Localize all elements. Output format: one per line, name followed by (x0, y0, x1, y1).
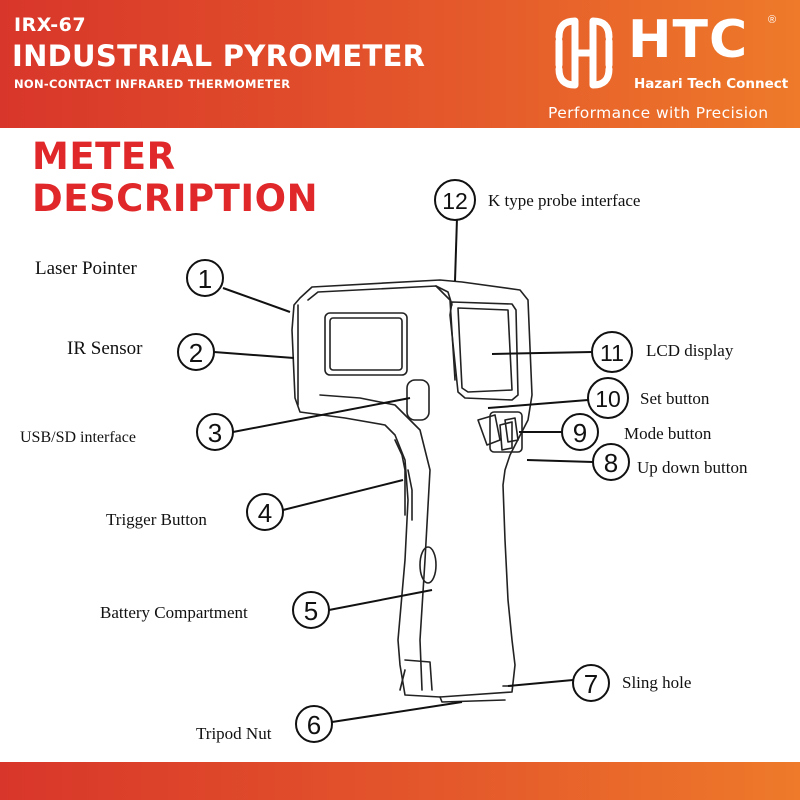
registered-mark: ® (768, 14, 777, 26)
callout-num-2: 2 (189, 338, 203, 368)
label-ir-sensor: IR Sensor (67, 338, 143, 359)
label-trigger-button: Trigger Button (106, 510, 207, 529)
lcd-screen (449, 301, 519, 401)
brand-name: HTC (628, 10, 749, 70)
callout-num-3: 3 (208, 418, 222, 448)
tagline: Performance with Precision (548, 104, 769, 122)
callout-circle-2 (177, 333, 215, 371)
callout-num-6: 6 (307, 710, 321, 740)
set-button (477, 414, 501, 446)
ir-sensor-window (324, 312, 408, 376)
section-title-line2: DESCRIPTION (32, 177, 319, 220)
callout-num-5: 5 (304, 596, 318, 626)
callout-circle-1 (186, 259, 224, 297)
label-tripod-nut: Tripod Nut (196, 724, 272, 743)
callout-circle-11 (591, 331, 633, 373)
label-laser-pointer: Laser Pointer (35, 258, 137, 279)
brand-full-name: Hazari Tech Connect (634, 76, 789, 92)
product-title: INDUSTRIAL PYROMETER (12, 39, 426, 73)
callout-circle-9 (561, 413, 599, 451)
callout-num-8: 8 (604, 448, 618, 478)
callout-num-1: 1 (198, 264, 212, 294)
label-usb-sd-interface: USB/SD interface (20, 429, 136, 446)
battery-latch (419, 546, 437, 584)
mode-button (504, 417, 519, 443)
label-up-down-button: Up down button (637, 458, 748, 477)
callout-circle-3 (196, 413, 234, 451)
htc-logo-icon (555, 17, 613, 89)
callout-circle-10 (587, 377, 629, 419)
callout-num-4: 4 (258, 498, 272, 528)
footer-bar (0, 762, 800, 800)
label-mode-button: Mode button (624, 424, 712, 443)
callout-num-10: 10 (595, 386, 621, 412)
up-down-button (499, 421, 513, 451)
callout-circle-6 (295, 705, 333, 743)
label-set-button: Set button (640, 389, 710, 408)
callout-num-7: 7 (584, 669, 598, 699)
label-k-type-probe-interface: K type probe interface (488, 191, 641, 210)
callout-num-9: 9 (573, 418, 587, 448)
section-title-line1: METER (32, 135, 176, 178)
callout-circle-5 (292, 591, 330, 629)
callout-circle-8 (592, 443, 630, 481)
device-body-outline (291, 279, 533, 698)
header-banner: IRX-67 INDUSTRIAL PYROMETER NON-CONTACT … (0, 0, 800, 128)
label-sling-hole: Sling hole (622, 673, 692, 692)
label-lcd-display: LCD display (646, 341, 734, 360)
callout-num-11: 11 (600, 340, 624, 366)
usb-sd-slot (406, 379, 430, 421)
model-number: IRX-67 (14, 14, 87, 36)
product-subtitle: NON-CONTACT INFRARED THERMOMETER (14, 77, 291, 91)
callout-circle-4 (246, 493, 284, 531)
callout-circle-12 (434, 179, 476, 221)
callout-num-12: 12 (442, 188, 468, 214)
label-battery-compartment: Battery Compartment (100, 603, 248, 622)
callout-circle-7 (572, 664, 610, 702)
section-title: METER DESCRIPTION (32, 136, 318, 220)
